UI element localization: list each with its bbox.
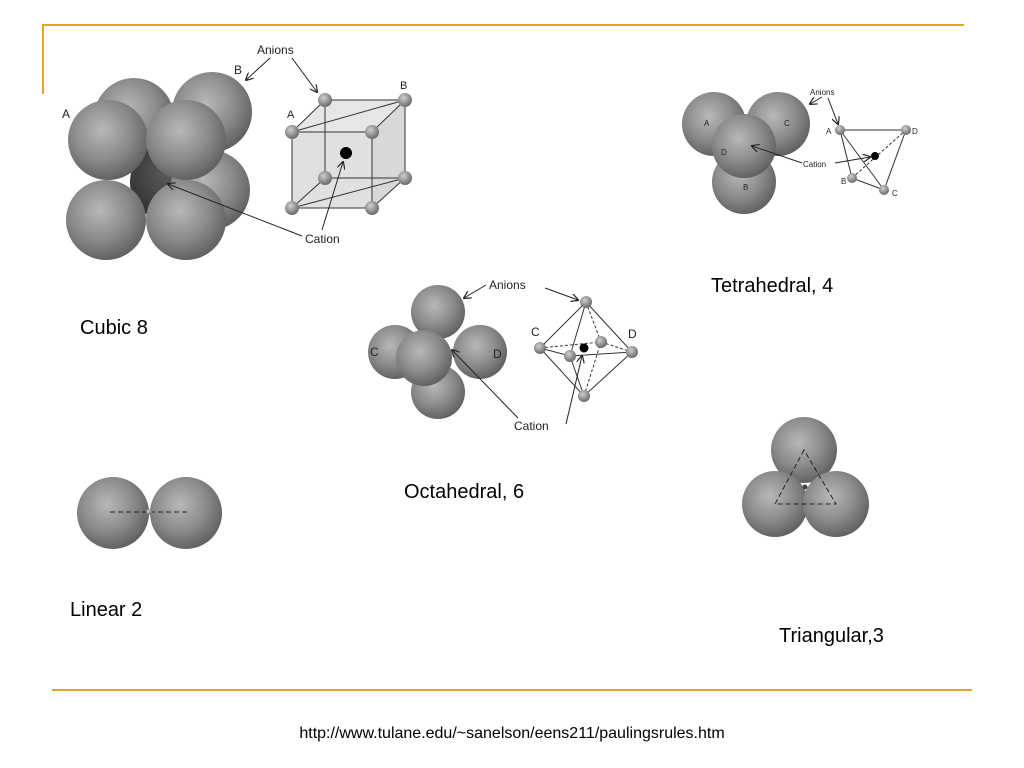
cubic-cation-label: Cation [305,232,340,246]
cell-label-a: A [287,109,295,121]
octa-cation-label: Cation [514,419,549,433]
octahedral-packing-spheres [368,285,507,419]
octa-anions-label: Anions [489,278,526,292]
cubic-label-a: A [62,107,70,121]
tetra-label-c: C [784,119,790,128]
tetra-anions-label: Anions [810,88,834,97]
octahedral-caption: Octahedral, 6 [404,481,525,503]
tetrahedral-packing-spheres [682,92,810,214]
cell-label-b: B [400,80,407,92]
tetrahedron-frame [835,125,911,195]
cubic-unit-cell [285,93,412,215]
cubic-anions-label: Anions [257,43,294,57]
tetra-label-a: A [704,119,710,128]
triangular-caption: Triangular,3 [779,625,884,647]
tetra-frame-label-d: D [912,127,918,136]
bottom-divider-line [52,689,972,691]
octa-frame-label-d: D [628,327,637,341]
tetra-frame-label-a: A [826,127,832,136]
tetra-cation-label: Cation [803,160,826,169]
tetra-frame-label-b: B [841,177,846,186]
octa-label-c: C [370,345,379,359]
tetra-label-b: B [743,183,748,192]
source-url[interactable]: http://www.tulane.edu/~sanelson/eens211/… [299,725,725,742]
triangular-packing-spheres [742,417,869,537]
cubic-caption: Cubic 8 [80,317,148,339]
octa-label-d: D [493,347,502,361]
tetra-frame-label-c: C [892,189,898,198]
linear-packing-spheres [77,477,222,549]
octahedron-frame [534,296,638,402]
cubic-packing-spheres [66,72,252,260]
octa-frame-label-c: C [531,325,540,339]
tetra-label-d: D [721,148,727,157]
left-accent-line [42,24,44,94]
cubic-label-b: B [234,63,242,77]
linear-caption: Linear 2 [70,599,143,621]
tetrahedral-caption: Tetrahedral, 4 [711,275,834,297]
top-divider-line [44,24,964,26]
